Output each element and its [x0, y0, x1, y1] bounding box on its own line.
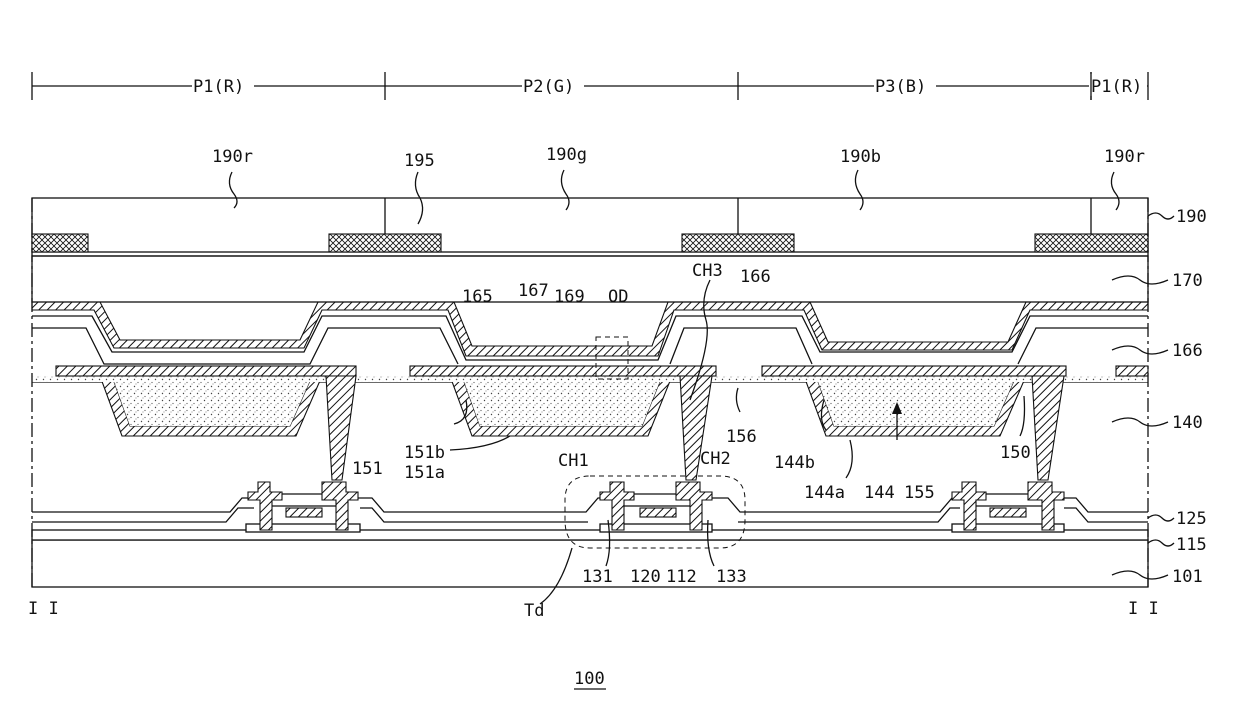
pixel-label-p1-repeat: P1(R)	[1091, 77, 1142, 97]
tft-left	[246, 482, 360, 532]
label-od: OD	[608, 287, 628, 307]
label-144a: 144a	[804, 483, 845, 503]
via-right	[1032, 376, 1064, 480]
anode-plate-left	[56, 366, 356, 376]
label-120: 120	[630, 567, 661, 587]
figure-number: 100	[574, 669, 605, 689]
pixel-label-p3: P3(B)	[875, 77, 926, 97]
label-115: 115	[1176, 535, 1207, 555]
reflective-pit-middle	[450, 376, 672, 436]
label-101: 101	[1172, 567, 1203, 587]
label-190g: 190g	[546, 145, 587, 165]
edge-mark-right: I I	[1128, 599, 1159, 619]
label-190: 190	[1176, 207, 1207, 227]
cathode-layer-169	[32, 302, 1148, 356]
pixel-label-p2: P2(G)	[523, 77, 574, 97]
label-144b: 144b	[774, 453, 815, 473]
anode-plate-right	[762, 366, 1066, 376]
label-151a: 151a	[404, 463, 445, 483]
label-144: 144	[864, 483, 895, 503]
label-166: 166	[1172, 341, 1203, 361]
label-112: 112	[666, 567, 697, 587]
layer-156	[32, 376, 1148, 382]
label-151: 151	[352, 459, 383, 479]
anode-plate-middle	[410, 366, 716, 376]
label-140: 140	[1172, 413, 1203, 433]
label-195: 195	[404, 151, 435, 171]
label-151b: 151b	[404, 443, 445, 463]
label-131: 131	[582, 567, 613, 587]
label-190r-right: 190r	[1104, 147, 1145, 167]
tft-right	[952, 482, 1064, 532]
label-ch3: CH3	[692, 261, 723, 281]
label-190r-left: 190r	[212, 147, 253, 167]
reflective-pit-right	[804, 376, 1026, 436]
label-125: 125	[1176, 509, 1207, 529]
label-167: 167	[518, 281, 549, 301]
edge-mark-left: I I	[28, 599, 59, 619]
pixel-label-p1: P1(R)	[193, 77, 244, 97]
label-165: 165	[462, 287, 493, 307]
black-matrix-195-c	[682, 234, 794, 252]
label-ch2: CH2	[700, 449, 731, 469]
label-155: 155	[904, 483, 935, 503]
color-filter-layer-190	[32, 198, 1148, 252]
black-matrix-195-a	[32, 234, 88, 252]
anode-plate-edge	[1116, 366, 1148, 376]
pixel-dimension-line: P1(R) P2(G) P3(B) P1(R)	[32, 72, 1148, 100]
label-td: Td	[524, 601, 544, 621]
label-166-inner: 166	[740, 267, 771, 287]
label-169: 169	[554, 287, 585, 307]
label-156: 156	[726, 427, 757, 447]
label-170: 170	[1172, 271, 1203, 291]
reflective-pit-left	[100, 376, 322, 436]
label-150: 150	[1000, 443, 1031, 463]
label-133: 133	[716, 567, 747, 587]
label-190b: 190b	[840, 147, 881, 167]
black-matrix-195-b	[329, 234, 441, 252]
label-ch1: CH1	[558, 451, 589, 471]
black-matrix-195-d	[1035, 234, 1148, 252]
encapsulation-layer-170	[32, 256, 1148, 302]
